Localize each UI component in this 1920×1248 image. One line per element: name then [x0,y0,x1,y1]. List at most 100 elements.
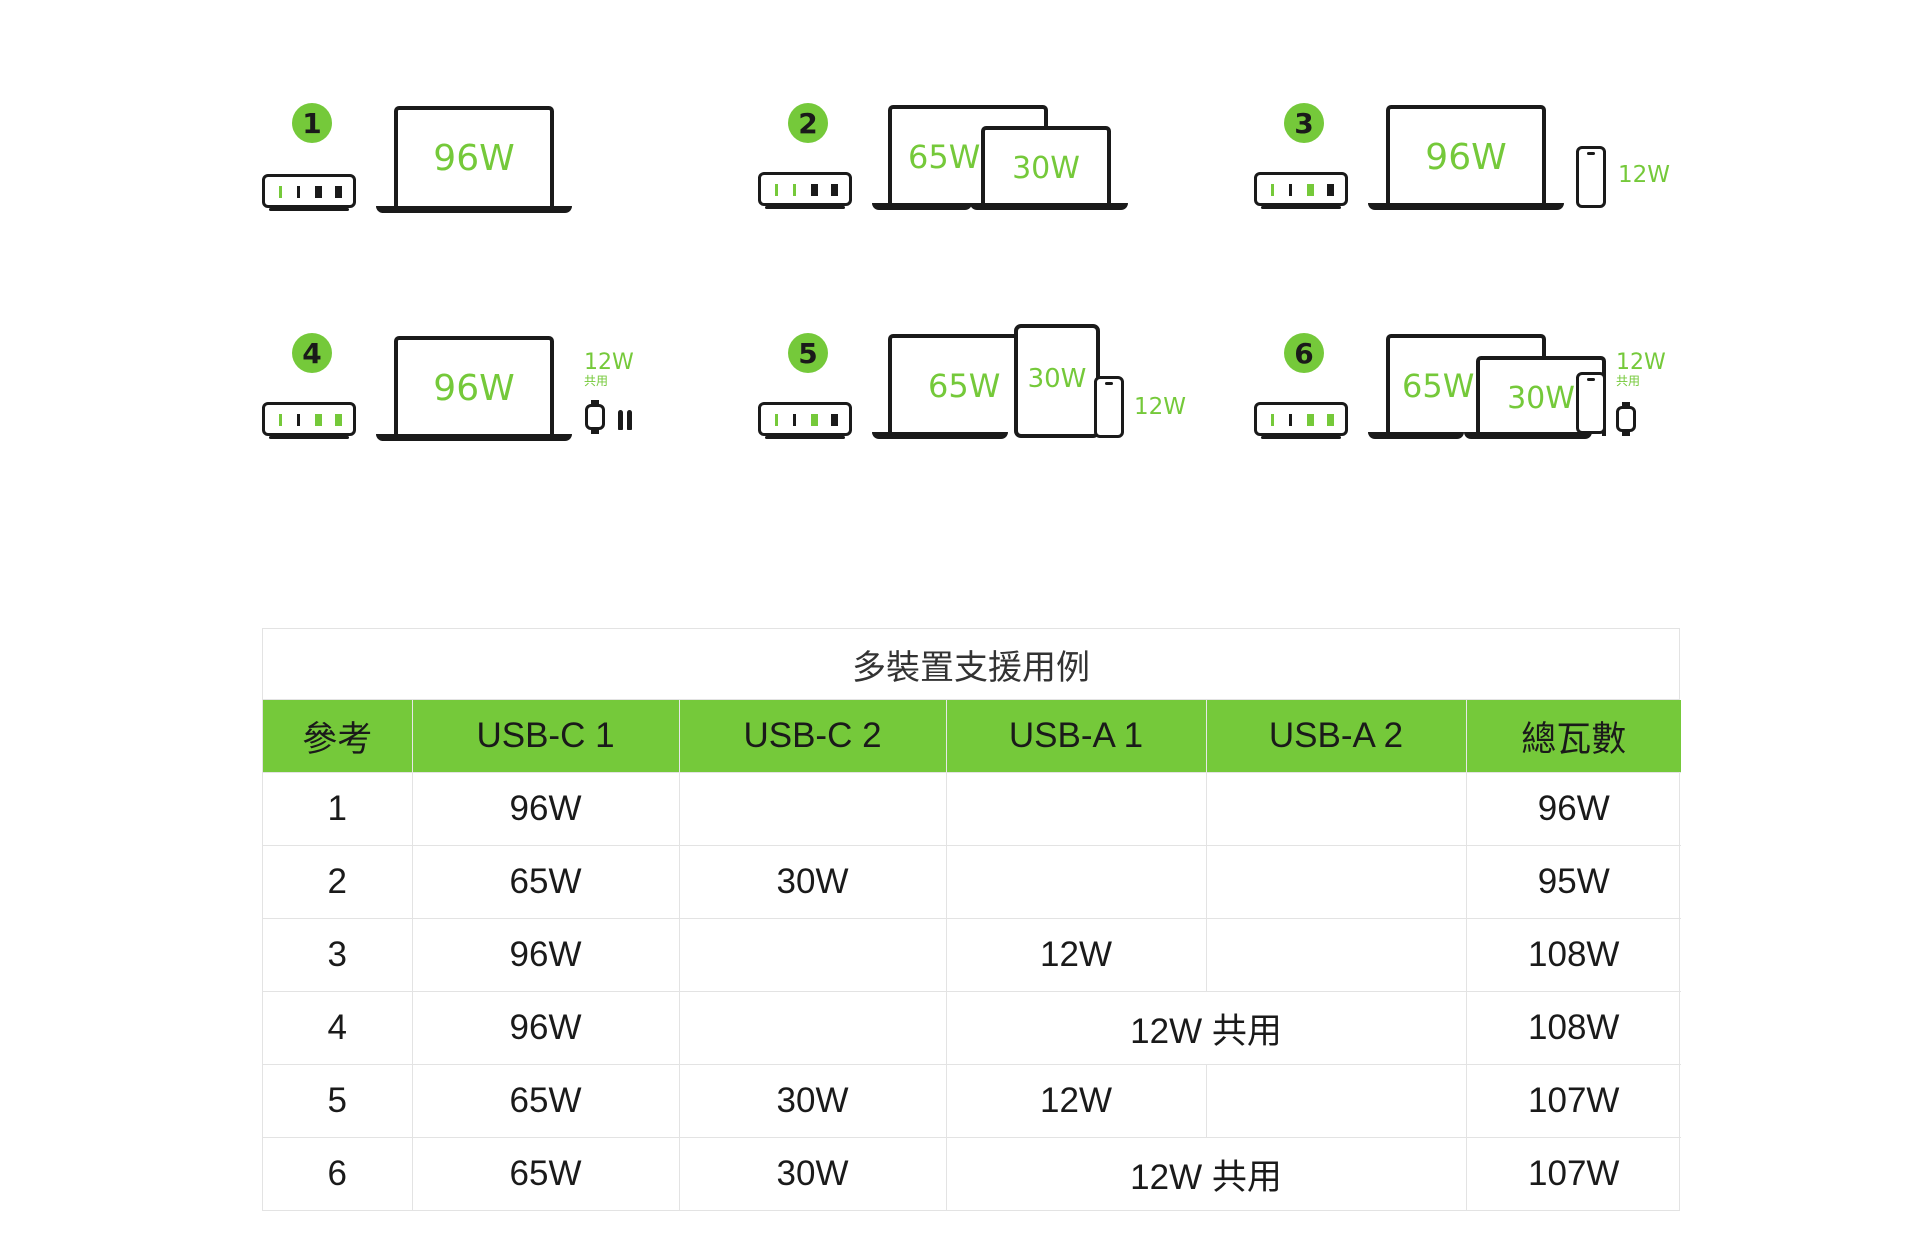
cell-usb-c-1: 65W [412,845,680,919]
table-title: 多裝置支援用例 [263,629,1679,700]
cell-usb-a-1: 12W [946,1064,1207,1138]
laptop-base [1368,203,1564,210]
laptop-watts: 96W [433,137,515,179]
cell-usb-c-2: 30W [679,1064,947,1138]
table-row: 4 96W 12W 共用 108W [263,991,1681,1065]
scenario-number-badge: 5 [788,333,828,373]
header-usb-a-1: USB-A 1 [946,700,1207,773]
laptop-base-small [1464,432,1592,439]
cell-usb-a-1 [946,845,1207,919]
scenario-number-badge: 3 [1284,103,1324,143]
cell-usb-a-1: 12W [946,918,1207,992]
cell-usb-a-shared: 12W 共用 [946,991,1467,1065]
tablet-icon: 30W [1014,324,1100,438]
usage-table-grid: 參考 USB-C 1 USB-C 2 USB-A 1 USB-A 2 總瓦數 1… [263,700,1681,1210]
cell-usb-c-1: 96W [412,772,680,846]
table-header-row: 參考 USB-C 1 USB-C 2 USB-A 1 USB-A 2 總瓦數 [263,700,1681,773]
cell-usb-a-shared: 12W 共用 [946,1137,1467,1210]
cell-usb-c-1: 96W [412,918,680,992]
laptop-base [872,203,972,210]
laptop-watts: 96W [433,367,515,409]
header-total: 總瓦數 [1466,700,1681,773]
charger-hub-icon [262,174,356,211]
scenario-number-badge: 1 [292,103,332,143]
laptop2-watts: 30W [1012,150,1080,186]
laptop-icon: 96W [394,106,554,206]
laptop-base [872,432,1008,439]
laptop-icon-small: 30W [981,126,1111,206]
cell-ref: 5 [263,1064,413,1138]
charger-hub-icon [758,172,852,209]
cell-usb-a-1 [946,772,1207,846]
phone-icon [1576,372,1606,434]
header-usb-c-1: USB-C 1 [412,700,680,773]
charger-hub-icon [262,402,356,439]
shared-watts-label: 12W 共用 [1616,350,1666,388]
shared-label: 共用 [1616,374,1641,388]
cell-usb-c-2 [679,918,947,992]
cell-usb-a-2 [1206,1064,1467,1138]
laptop-watts: 65W [1402,367,1475,405]
cell-ref: 1 [263,772,413,846]
laptop-icon: 96W [394,336,554,436]
scenario-number-badge: 6 [1284,333,1324,373]
cell-total: 96W [1466,772,1681,846]
cell-usb-c-2 [679,991,947,1065]
cell-total: 95W [1466,845,1681,919]
table-row: 6 65W 30W 12W 共用 107W [263,1137,1681,1210]
charger-hub-icon [1254,402,1348,439]
laptop-watts: 96W [1425,136,1507,178]
scenario-1: 1 96W [262,100,682,240]
scenario-number-badge: 2 [788,103,828,143]
cell-usb-c-2 [679,772,947,846]
charger-hub-icon [1254,172,1348,209]
shared-watts: 12W [584,350,634,375]
cell-total: 108W [1466,991,1681,1065]
usage-table: 多裝置支援用例 參考 USB-C 1 USB-C 2 USB-A 1 USB-A… [262,628,1681,1211]
laptop-base [1368,432,1464,439]
cell-ref: 2 [263,845,413,919]
laptop-watts: 65W [908,138,981,176]
watch-icon [585,400,605,434]
cell-usb-c-2: 30W [679,1137,947,1210]
table-row: 3 96W 12W 108W [263,918,1681,992]
shared-label: 共用 [584,374,609,388]
cell-usb-c-1: 96W [412,991,680,1065]
phone-watts: 12W [1618,162,1671,188]
header-usb-a-2: USB-A 2 [1206,700,1467,773]
cell-usb-c-1: 65W [412,1064,680,1138]
phone-watts: 12W [1134,394,1187,420]
phone-icon [1094,376,1124,438]
laptop-base-small [970,203,1128,210]
scenario-6: 6 65W 30W 12W 共用 [1254,330,1674,470]
cell-usb-c-1: 65W [412,1137,680,1210]
charger-hub-icon [758,402,852,439]
cell-usb-c-2: 30W [679,845,947,919]
cell-total: 107W [1466,1064,1681,1138]
phone-icon [1576,146,1606,208]
laptop-icon: 96W [1386,105,1546,205]
shared-watts: 12W [1616,350,1666,375]
table-row: 2 65W 30W 95W [263,845,1681,919]
header-usb-c-2: USB-C 2 [679,700,947,773]
cell-usb-a-2 [1206,918,1467,992]
cell-usb-a-2 [1206,772,1467,846]
tablet-watts: 30W [1027,364,1087,394]
laptop-base [376,206,572,213]
scenario-3: 3 96W 12W [1254,100,1674,240]
header-ref: 參考 [263,700,413,773]
laptop-base [376,434,572,441]
scenario-4: 4 96W 12W 共用 [262,330,682,470]
scenario-5: 5 65W 30W 12W [758,324,1186,470]
cell-usb-a-2 [1206,845,1467,919]
scenario-number-badge: 4 [292,333,332,373]
cell-total: 108W [1466,918,1681,992]
laptop-watts: 65W [928,367,1001,405]
table-row: 1 96W 96W [263,772,1681,846]
cell-ref: 3 [263,918,413,992]
cell-ref: 4 [263,991,413,1065]
laptop2-watts: 30W [1507,380,1575,416]
scenario-2: 2 65W 30W [758,100,1178,240]
table-row: 5 65W 30W 12W 107W [263,1064,1681,1138]
earbuds-icon [616,410,634,432]
